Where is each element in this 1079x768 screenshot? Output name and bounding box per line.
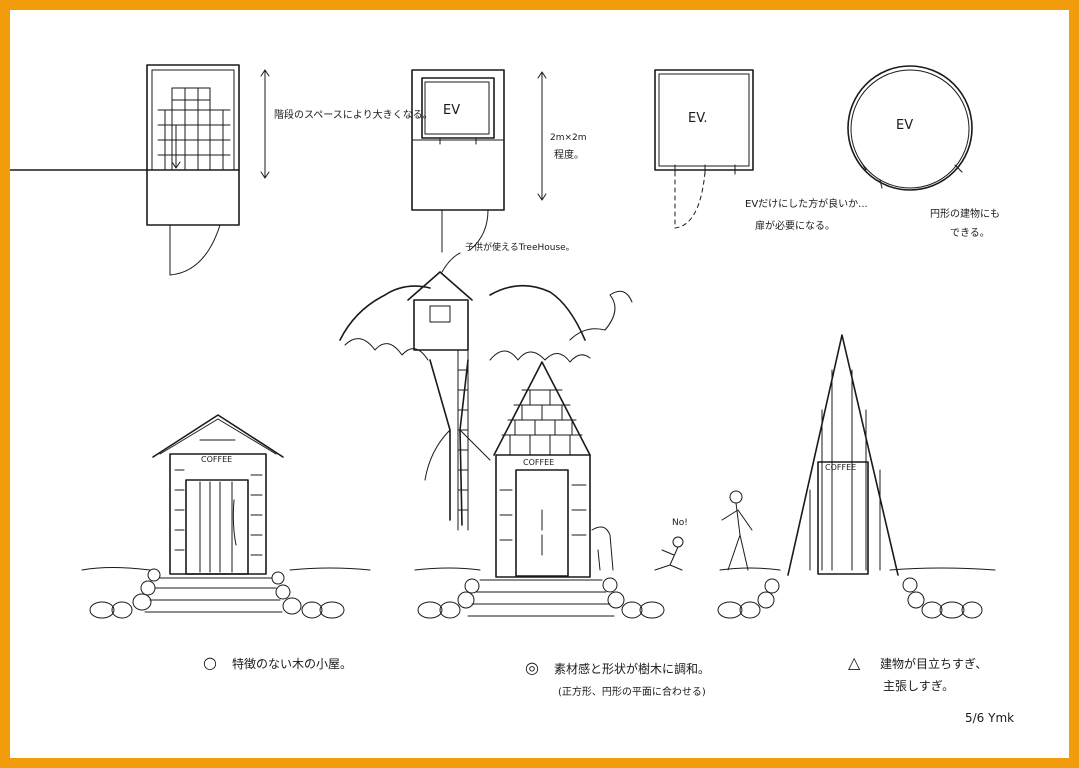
circle-note: 円形の建物にも できる。: [930, 207, 1003, 239]
eval-text-2: 素材感と形状が樹木に調和。: [554, 661, 710, 676]
ev-only-label: EV.: [688, 111, 708, 126]
coffee-sign-2: COFFEE: [523, 458, 554, 467]
ev-dim-note-2: 程度。: [554, 148, 584, 161]
plan-ev-only-sketch: EV. EVだけにした方が良いか... 扉が必要になる。: [654, 69, 871, 232]
sketch-canvas: 階段のスペースにより大きくなる。 EV 2m×2m 程度。 EV. EVだけにし…: [10, 64, 1014, 725]
eval-mark-3: △: [848, 653, 861, 672]
tree-with-treehouse: 子供が使えるTreeHouse。: [339, 241, 633, 531]
evaluation-2: ◎ 素材感と形状が樹木に調和。 (正方形、円形の平面に合わせる): [525, 658, 710, 698]
eval-text-2b: (正方形、円形の平面に合わせる): [558, 685, 706, 698]
plan-ev-sketch: EV 2m×2m 程度。: [411, 69, 587, 253]
hut-aframe-elevation: COFFEE: [717, 334, 996, 619]
eval-mark-1: ○: [203, 653, 217, 672]
coffee-sign-3: COFFEE: [825, 463, 856, 472]
plan-circle-sketch: EV 円形の建物にも できる。: [847, 65, 1003, 239]
evaluation-3: △ 建物が目立ちすぎ、 主張しすぎ。: [848, 653, 987, 693]
ev-only-note: EVだけにした方が良いか... 扉が必要になる。: [745, 197, 871, 232]
eval-mark-2: ◎: [525, 658, 539, 677]
treehouse-note: 子供が使えるTreeHouse。: [465, 241, 575, 253]
ev-dim-note: 2m×2m: [550, 133, 587, 143]
plan-stair-note: 階段のスペースにより大きくなる。: [274, 108, 433, 121]
circle-ev-label: EV: [896, 118, 913, 133]
signature: 5/6 Ymk: [965, 711, 1014, 725]
eval-text-1: 特徴のない木の小屋。: [232, 656, 352, 671]
ev-label: EV: [443, 103, 460, 118]
hut-plain-elevation: COFFEE: [81, 414, 371, 619]
plan-stair-sketch: 階段のスペースにより大きくなる。: [10, 64, 433, 276]
eval-text-3b: 主張しすぎ。: [883, 679, 954, 693]
hut-conical-elevation: COFFEE No!: [414, 361, 753, 619]
coffee-sign: COFFEE: [201, 455, 232, 464]
speech-no: No!: [672, 518, 688, 528]
evaluation-1: ○ 特徴のない木の小屋。: [203, 653, 352, 672]
sketch-sheet: 階段のスペースにより大きくなる。 EV 2m×2m 程度。 EV. EVだけにし…: [10, 10, 1069, 758]
eval-text-3: 建物が目立ちすぎ、: [880, 656, 987, 671]
